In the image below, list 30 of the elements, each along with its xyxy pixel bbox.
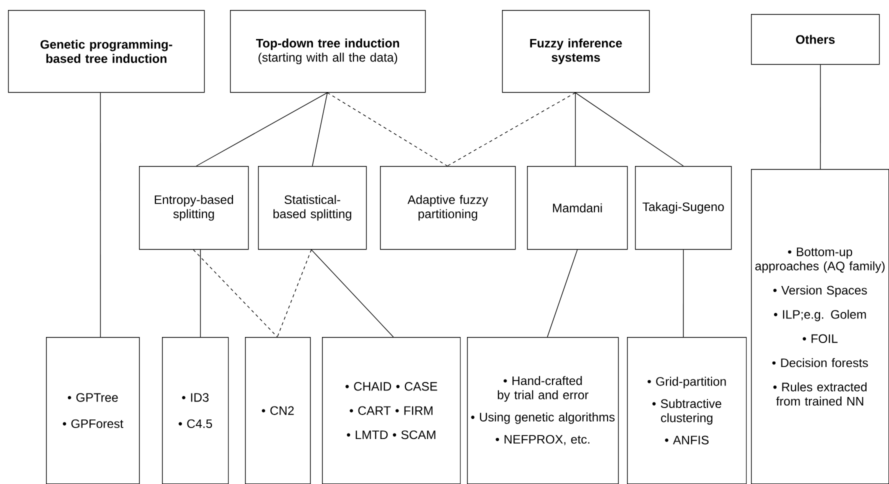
connector-line	[547, 249, 578, 338]
list-box: • Bottom-up approaches (AQ family) • Version Spaces • ILP;e.g. Golem • FOIL • Decision forests • Rules extracted from trained NN	[751, 169, 889, 484]
connector-line	[575, 92, 576, 166]
connector-line	[277, 249, 312, 338]
connector-line	[575, 92, 684, 166]
connector-line	[193, 249, 278, 338]
method-box: Takagi-Sugeno	[635, 166, 732, 250]
category-box: Top-down tree induction (starting with all the data)	[230, 10, 426, 93]
category-box: Fuzzy inference systems	[502, 10, 650, 93]
connector-line	[312, 92, 328, 166]
connector-line	[311, 249, 394, 338]
method-box: Entropy-based splitting	[139, 166, 249, 250]
category-box: Others	[751, 14, 880, 65]
list-box: • CHAID • CASE • CART • FIRM • LMTD • SCAM	[322, 337, 461, 484]
list-box: • ID3 • C4.5	[162, 337, 229, 484]
method-box: Statistical-based splitting	[258, 166, 367, 250]
connector-line	[200, 249, 201, 338]
connector-line	[327, 92, 448, 166]
list-box: • Hand-crafted by trial and error • Using genetic algorithms • NEFPROX, etc.	[467, 337, 619, 484]
category-box: Genetic programming-based tree induction	[8, 10, 205, 93]
connector-line	[682, 249, 684, 338]
connector-line	[447, 92, 576, 166]
connector-line	[100, 92, 101, 338]
connector-line	[820, 64, 821, 170]
method-box: Mamdani	[527, 166, 628, 250]
list-box: • GPTree • GPForest	[46, 337, 140, 484]
method-box: Adaptive fuzzy partitioning	[380, 166, 516, 250]
list-box: • Grid-partition • Subtractive clustering • ANFIS	[627, 337, 747, 484]
list-box: • CN2	[245, 337, 311, 484]
connector-line	[196, 92, 328, 166]
